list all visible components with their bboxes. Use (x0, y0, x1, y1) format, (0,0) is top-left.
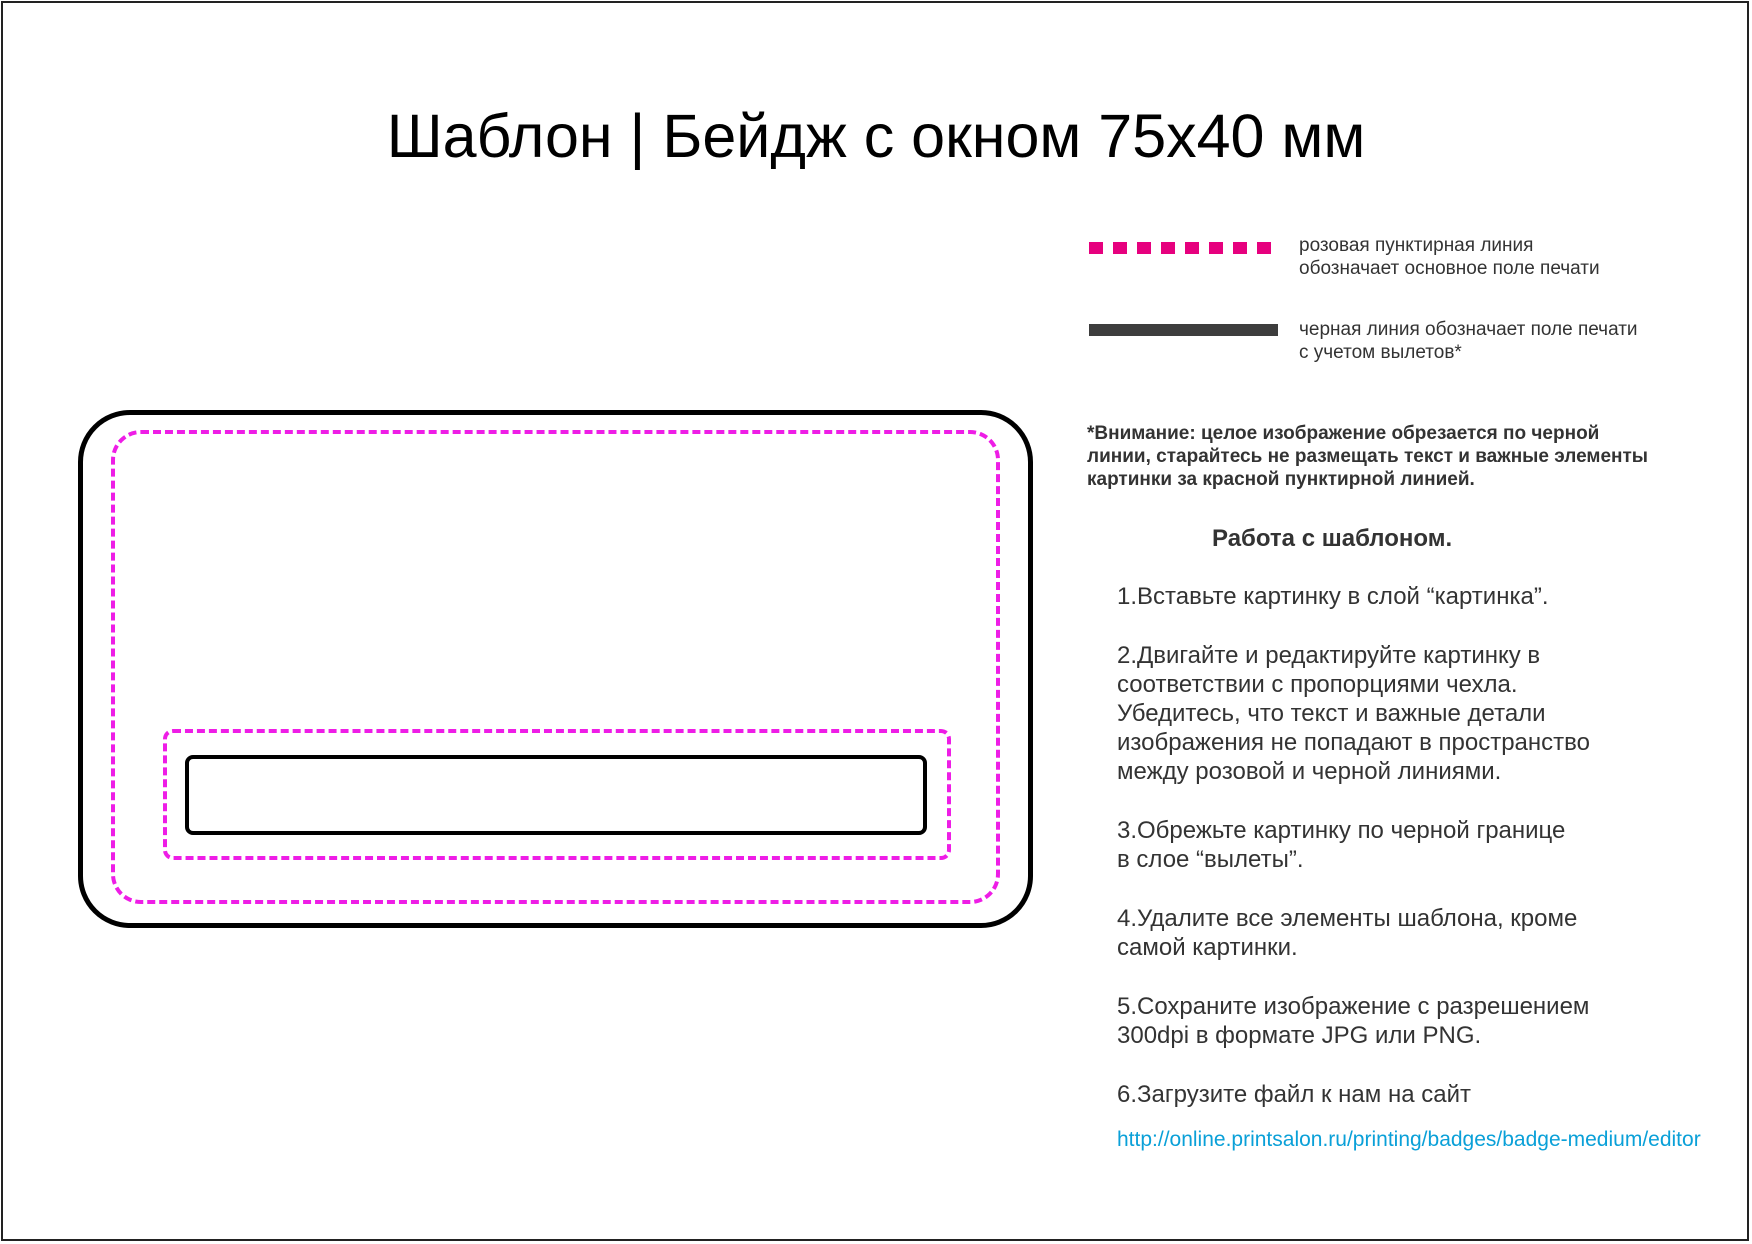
instruction-step-4: 4.Удалите все элементы шаблона, кроме са… (1117, 905, 1578, 961)
warning-line3: картинки за красной пунктирной линией. (1087, 469, 1475, 490)
legend-black-text: черная линия обозначает поле печати с уч… (1299, 318, 1638, 364)
window-print-area-dashed (163, 729, 951, 860)
instruction-step-5: 5.Сохраните изображение с разрешением 30… (1117, 993, 1590, 1049)
legend-pink-dashed-line (1089, 242, 1281, 254)
legend-pink-text: розовая пунктирная линия обозначает осно… (1299, 234, 1600, 280)
instruction-step-6: 6.Загрузите файл к нам на сайт (1117, 1081, 1471, 1108)
legend-black-solid-line (1089, 324, 1278, 336)
instruction-step-3: 3.Обрежьте картинку по черной границе в … (1117, 817, 1566, 873)
instructions-title: Работа с шаблоном. (1212, 525, 1453, 552)
instructions-list: 1.Вставьте картинку в слой “картинка”. 2… (1117, 582, 1737, 1139)
instruction-step-2: 2.Двигайте и редактируйте картинку в соо… (1117, 642, 1590, 785)
legend-pink-line1: розовая пунктирная линия (1299, 235, 1534, 256)
warning-line2: линии, старайтесь не размещать текст и в… (1087, 446, 1649, 467)
page-title: Шаблон | Бейдж с окном 75х40 мм (386, 102, 1366, 170)
instruction-step-1: 1.Вставьте картинку в слой “картинка”. (1117, 583, 1549, 610)
badge-window-outline (185, 755, 927, 835)
badge-bleed-outline (78, 410, 1033, 928)
warning-note: *Внимание: целое изображение обрезается … (1087, 422, 1727, 491)
warning-line1: *Внимание: целое изображение обрезается … (1087, 423, 1600, 444)
badge-print-area-dashed (111, 430, 1000, 904)
legend-black-line2: с учетом вылетов* (1299, 342, 1462, 363)
legend-black-line1: черная линия обозначает поле печати (1299, 319, 1638, 340)
upload-site-link[interactable]: http://online.printsalon.ru/printing/bad… (1117, 1128, 1701, 1151)
legend-pink-line2: обозначает основное поле печати (1299, 258, 1600, 279)
